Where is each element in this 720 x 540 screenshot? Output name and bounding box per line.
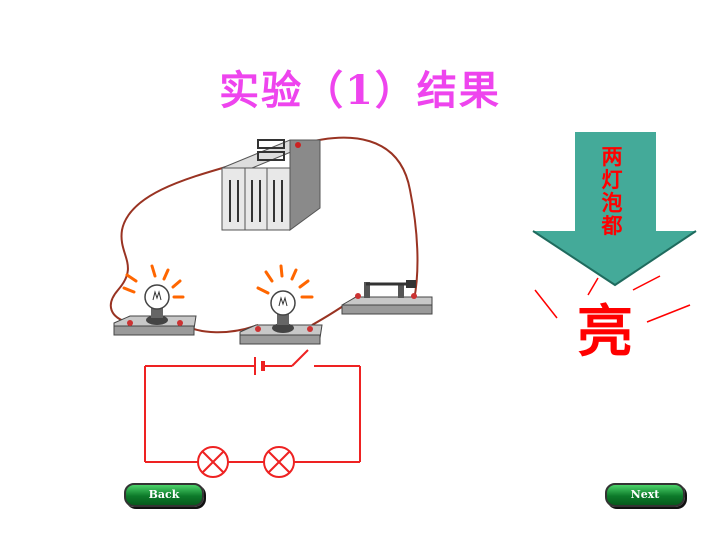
arrow-label: 两 灯 泡 都 (601, 145, 623, 238)
battery-pack (221, 139, 321, 231)
shine-lines (534, 275, 691, 323)
circuit-schematic (144, 349, 361, 478)
slide-title: 实验（1）结果 (219, 67, 501, 114)
down-arrow-icon (532, 130, 697, 287)
bulb-glow-1 (122, 264, 185, 299)
knife-switch (341, 280, 433, 315)
bulb-glow-2 (256, 264, 314, 299)
next-button[interactable]: Next (605, 483, 685, 507)
back-button[interactable]: Back (124, 483, 204, 507)
result-label: 亮 (577, 299, 633, 365)
bulb-holder-2 (239, 290, 323, 345)
bulb-holder-1 (113, 284, 197, 336)
